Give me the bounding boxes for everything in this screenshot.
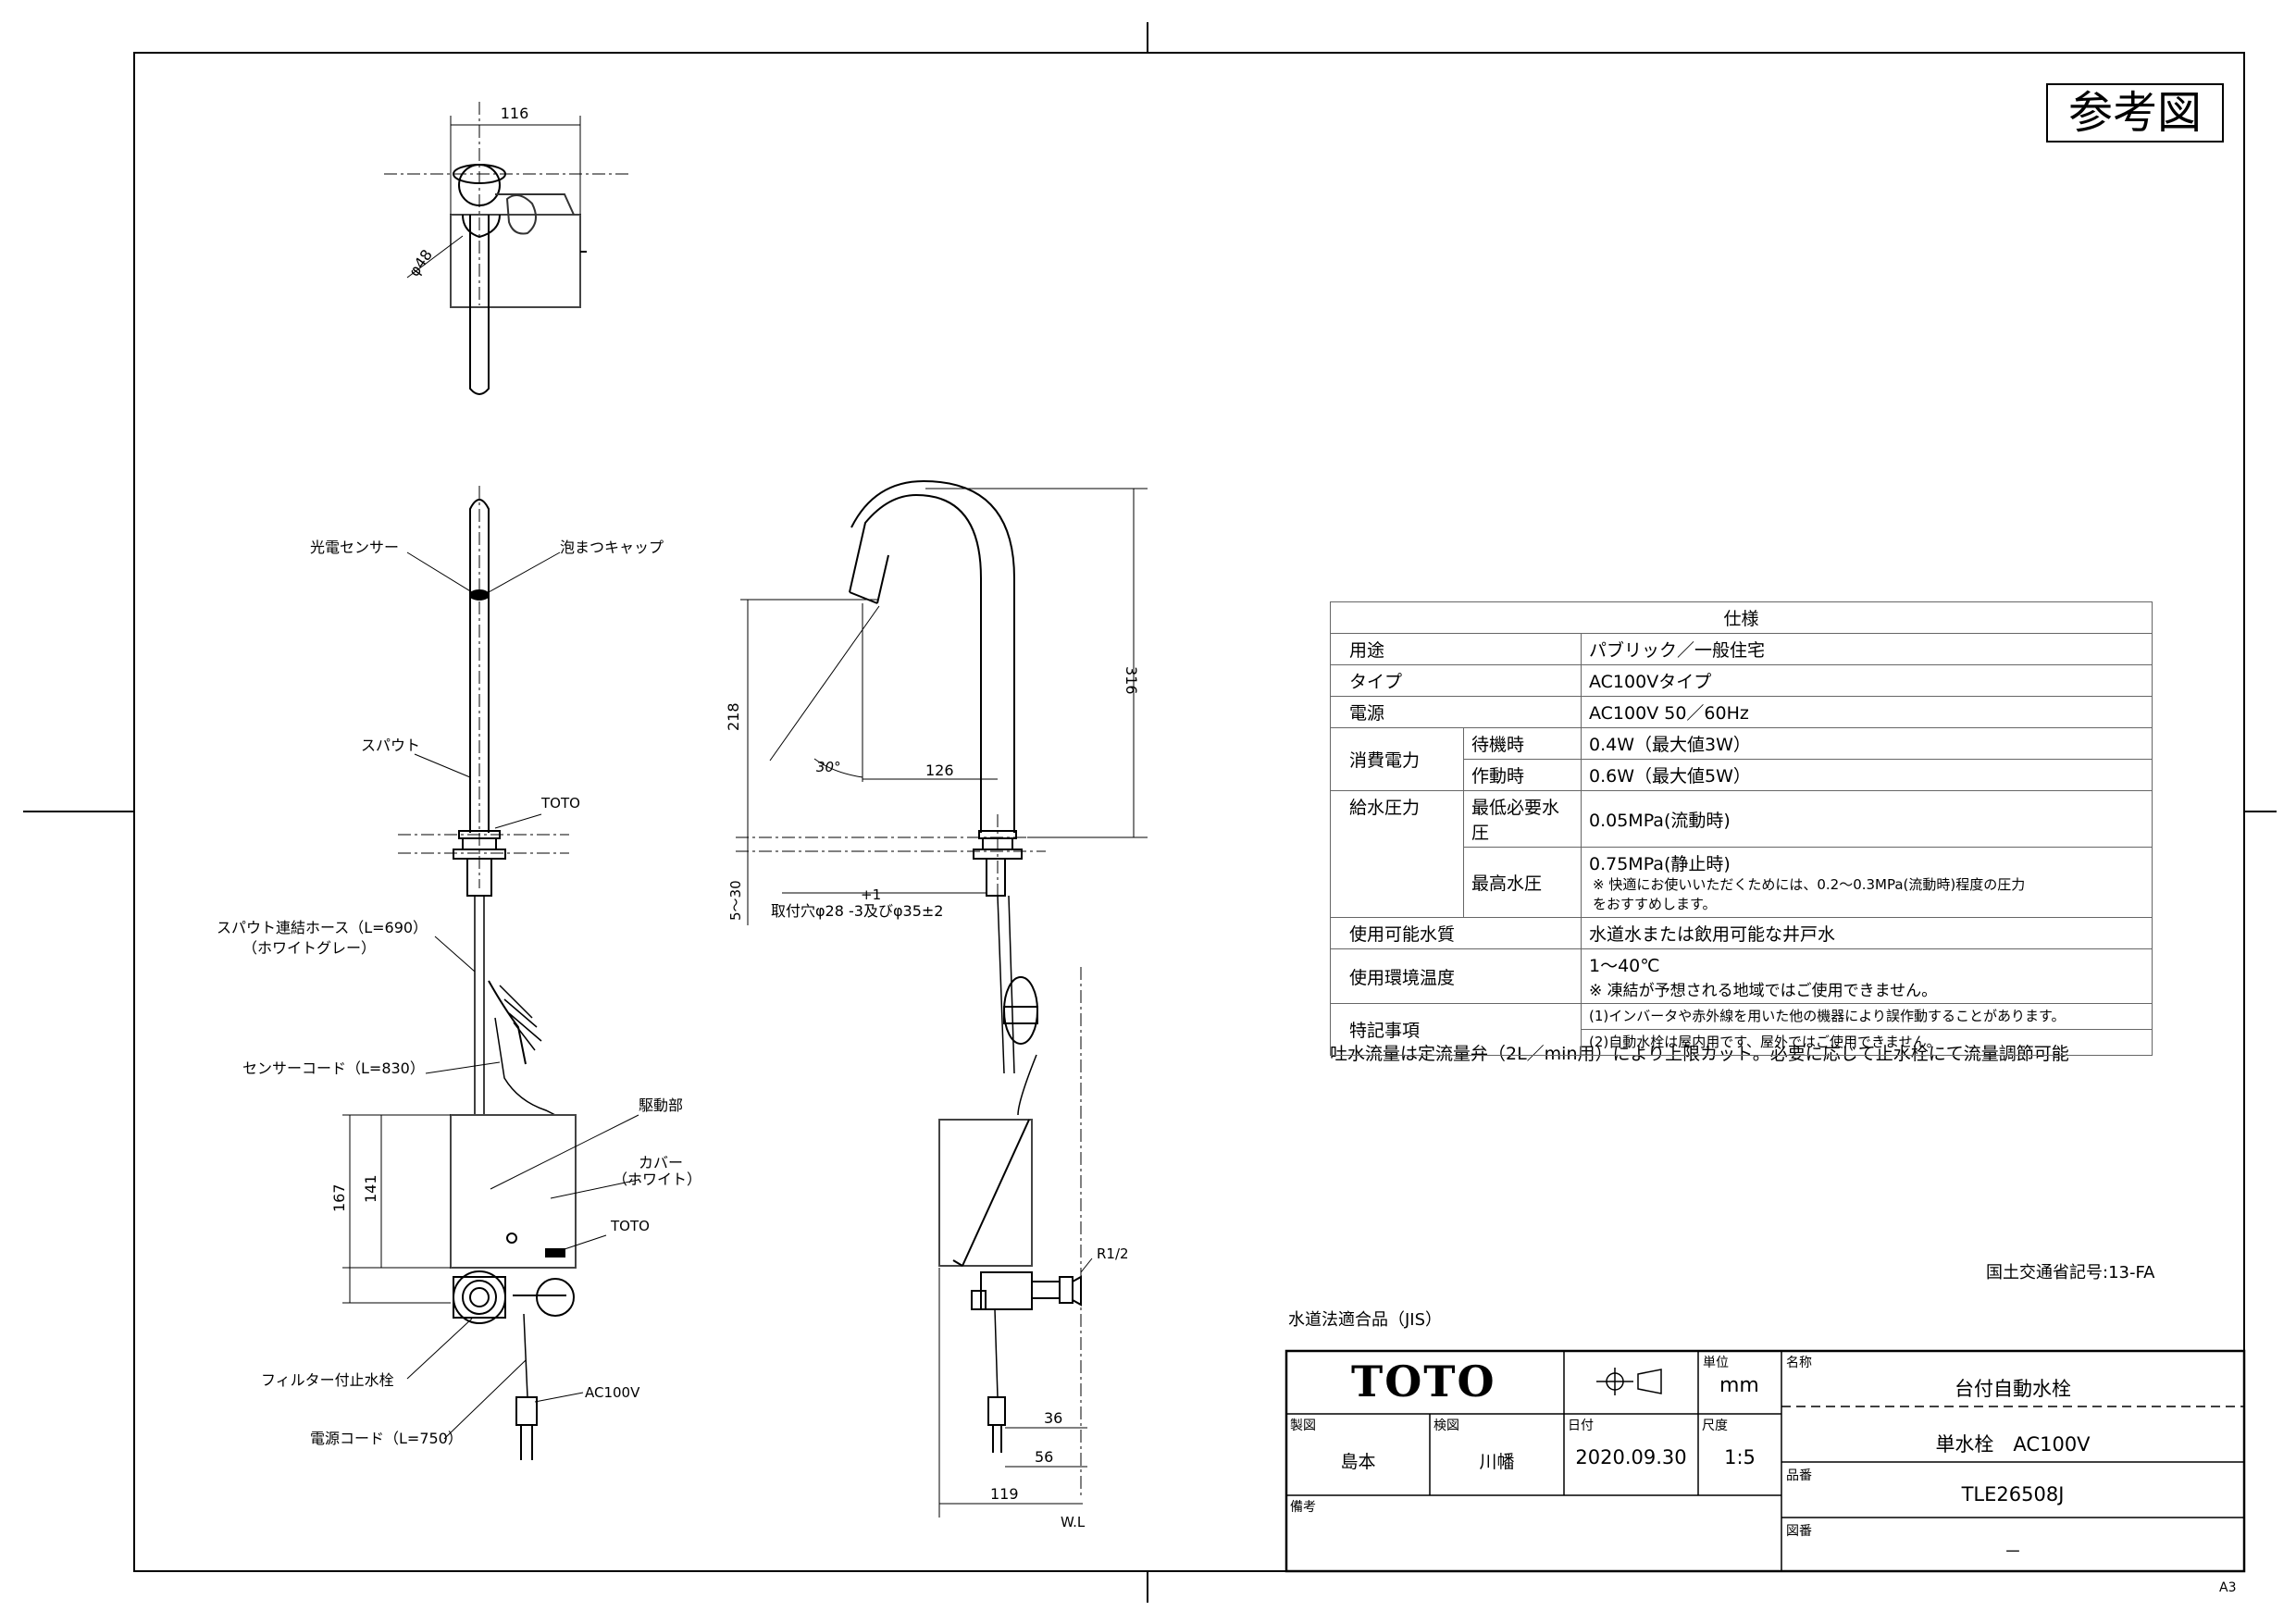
drawing-no-value: － (2004, 1542, 2022, 1562)
spec-table: 仕様 用途 パブリック／一般住宅 タイプ AC100Vタイプ 電源 AC100V… (1330, 601, 2153, 1056)
dim-56: 56 (1035, 1448, 1053, 1466)
spec-special-note-1: (1)インバータや赤外線を用いた他の機器により誤作動することがあります。 (1582, 1004, 2152, 1030)
callout-hose-color: （ホワイトグレー） (242, 939, 376, 957)
front-leaders (406, 551, 639, 1440)
unit-value: mm (1719, 1374, 1759, 1397)
dim-316: 316 (1123, 666, 1140, 695)
spec-temp-cell: 1～40℃ ※ 凍結が予想される地域ではご使用できません。 (1581, 948, 2153, 1004)
callout-cover-color: （ホワイト） (613, 1171, 701, 1188)
spec-title: 仕様 (1330, 601, 2153, 634)
callout-wl: W.L (1061, 1514, 1086, 1530)
name-value-2: 単水栓 AC100V (1935, 1433, 2091, 1456)
spec-temp-label: 使用環境温度 (1330, 948, 1582, 1004)
dim-119: 119 (990, 1485, 1019, 1503)
callout-filter-valve: フィルター付止水栓 (261, 1371, 394, 1389)
dim-5-30: 5～30 (727, 880, 744, 921)
brand-logo: TOTO (1351, 1357, 1496, 1406)
spec-water-value: 水道水または飲用可能な井戸水 (1581, 917, 2153, 949)
spec-operating-label: 作動時 (1463, 759, 1582, 791)
spec-consumption-label: 消費電力 (1330, 727, 1464, 791)
dim-30deg: 30° (816, 759, 841, 775)
centering-marks (23, 22, 2277, 1603)
spec-pressure-label: 給水圧力 (1330, 790, 1464, 918)
spec-temp-value: 1～40℃ (1589, 956, 1660, 976)
dim-116: 116 (501, 105, 529, 122)
jis-compliance: 水道法適合品（JIS） (1288, 1310, 1443, 1330)
registration-number: 国土交通省記号:13-FA (1986, 1263, 2155, 1282)
callout-cover: カバー (639, 1154, 683, 1171)
spec-temp-note: ※ 凍結が予想される地域ではご使用できません。 (1589, 982, 1938, 1000)
callout-drive-unit: 駆動部 (639, 1096, 683, 1114)
scale-value: 1:5 (1724, 1446, 1756, 1468)
dim-mount-plus: +1 (861, 886, 881, 903)
spec-standby-label: 待機時 (1463, 727, 1582, 760)
callout-aerator-cap: 泡まつキャップ (560, 539, 664, 556)
date-value: 2020.09.30 (1575, 1446, 1687, 1468)
spec-max-pressure-cell: 0.75MPa(静止時) ※ 快適にお使いいただくためには、0.2～0.3MPa… (1581, 847, 2153, 918)
remarks-label: 備考 (1290, 1500, 1316, 1515)
callout-ac100v: AC100V (585, 1384, 640, 1401)
dim-141: 141 (362, 1174, 379, 1203)
dim-167: 167 (330, 1183, 348, 1212)
spec-max-pressure-note: ※ 快適にお使いいただくためには、0.2～0.3MPa(流動時)程度の圧力をおす… (1593, 876, 2026, 912)
callout-spout: スパウト (361, 737, 420, 754)
date-label: 日付 (1568, 1419, 1594, 1433)
dim-218: 218 (725, 702, 742, 731)
spec-min-pressure-value: 0.05MPa(流動時) (1581, 790, 2153, 848)
callout-toto-spout: TOTO (540, 795, 580, 812)
callout-toto-box: TOTO (610, 1218, 650, 1234)
spec-special-cell: (1)インバータや赤外線を用いた他の機器により誤作動することがあります。 (2)… (1581, 1003, 2153, 1056)
spec-type-label: タイプ (1330, 664, 1582, 697)
side-dimensions (740, 488, 1148, 1518)
part-label: 品番 (1786, 1468, 1812, 1483)
callout-sensor: 光電センサー (310, 539, 399, 556)
spec-min-pressure-label: 最低必要水圧 (1463, 790, 1582, 848)
callout-sensor-cord: センサーコード（L=830） (242, 1059, 425, 1077)
spec-operating-value: 0.6W（最大値5W） (1581, 759, 2153, 791)
part-value: TLE26508J (1961, 1483, 2065, 1505)
spec-power-label: 電源 (1330, 696, 1582, 728)
drawing-no-label: 図番 (1786, 1524, 1812, 1539)
dim-36: 36 (1044, 1409, 1062, 1427)
spec-type-value: AC100Vタイプ (1581, 664, 2153, 697)
checked-value: 川幡 (1479, 1452, 1515, 1472)
spec-power-value: AC100V 50／60Hz (1581, 696, 2153, 728)
reference-stamp: 参考図 (2046, 83, 2224, 142)
callout-hose: スパウト連結ホース（L=690） (217, 919, 428, 936)
spec-use-value: パブリック／一般住宅 (1581, 633, 2153, 665)
side-view (736, 479, 1082, 1499)
title-block (1285, 1349, 2246, 1573)
top-view (384, 102, 629, 395)
spec-max-pressure-value: 0.75MPa(静止時) (1589, 854, 1731, 874)
checked-label: 検図 (1433, 1419, 1459, 1433)
spec-special-label: 特記事項 (1330, 1003, 1582, 1056)
spec-max-pressure-label: 最高水圧 (1463, 847, 1582, 918)
spec-special-note-2: (2)自動水栓は屋内用です、屋外ではご使用できません。 (1589, 1034, 1941, 1050)
dim-phi48: φ48 (405, 246, 436, 279)
drawn-value: 島本 (1340, 1452, 1376, 1472)
spec-standby-value: 0.4W（最大値3W） (1581, 727, 2153, 760)
callout-r12: R1/2 (1097, 1245, 1129, 1262)
scale-label: 尺度 (1702, 1419, 1728, 1433)
drawn-label: 製図 (1290, 1419, 1316, 1433)
dim-mount-hole: 取付穴φ28 -3及びφ35±2 (771, 902, 943, 920)
callout-power-cord: 電源コード（L=750） (310, 1430, 463, 1447)
spec-water-label: 使用可能水質 (1330, 917, 1582, 949)
name-label: 名称 (1786, 1356, 1812, 1370)
sheet-size: A3 (2219, 1580, 2237, 1595)
unit-label: 単位 (1703, 1356, 1729, 1370)
name-value: 台付自動水栓 (1955, 1378, 2071, 1400)
dim-126: 126 (925, 762, 954, 779)
front-view (342, 486, 577, 1460)
spec-use-label: 用途 (1330, 633, 1582, 665)
